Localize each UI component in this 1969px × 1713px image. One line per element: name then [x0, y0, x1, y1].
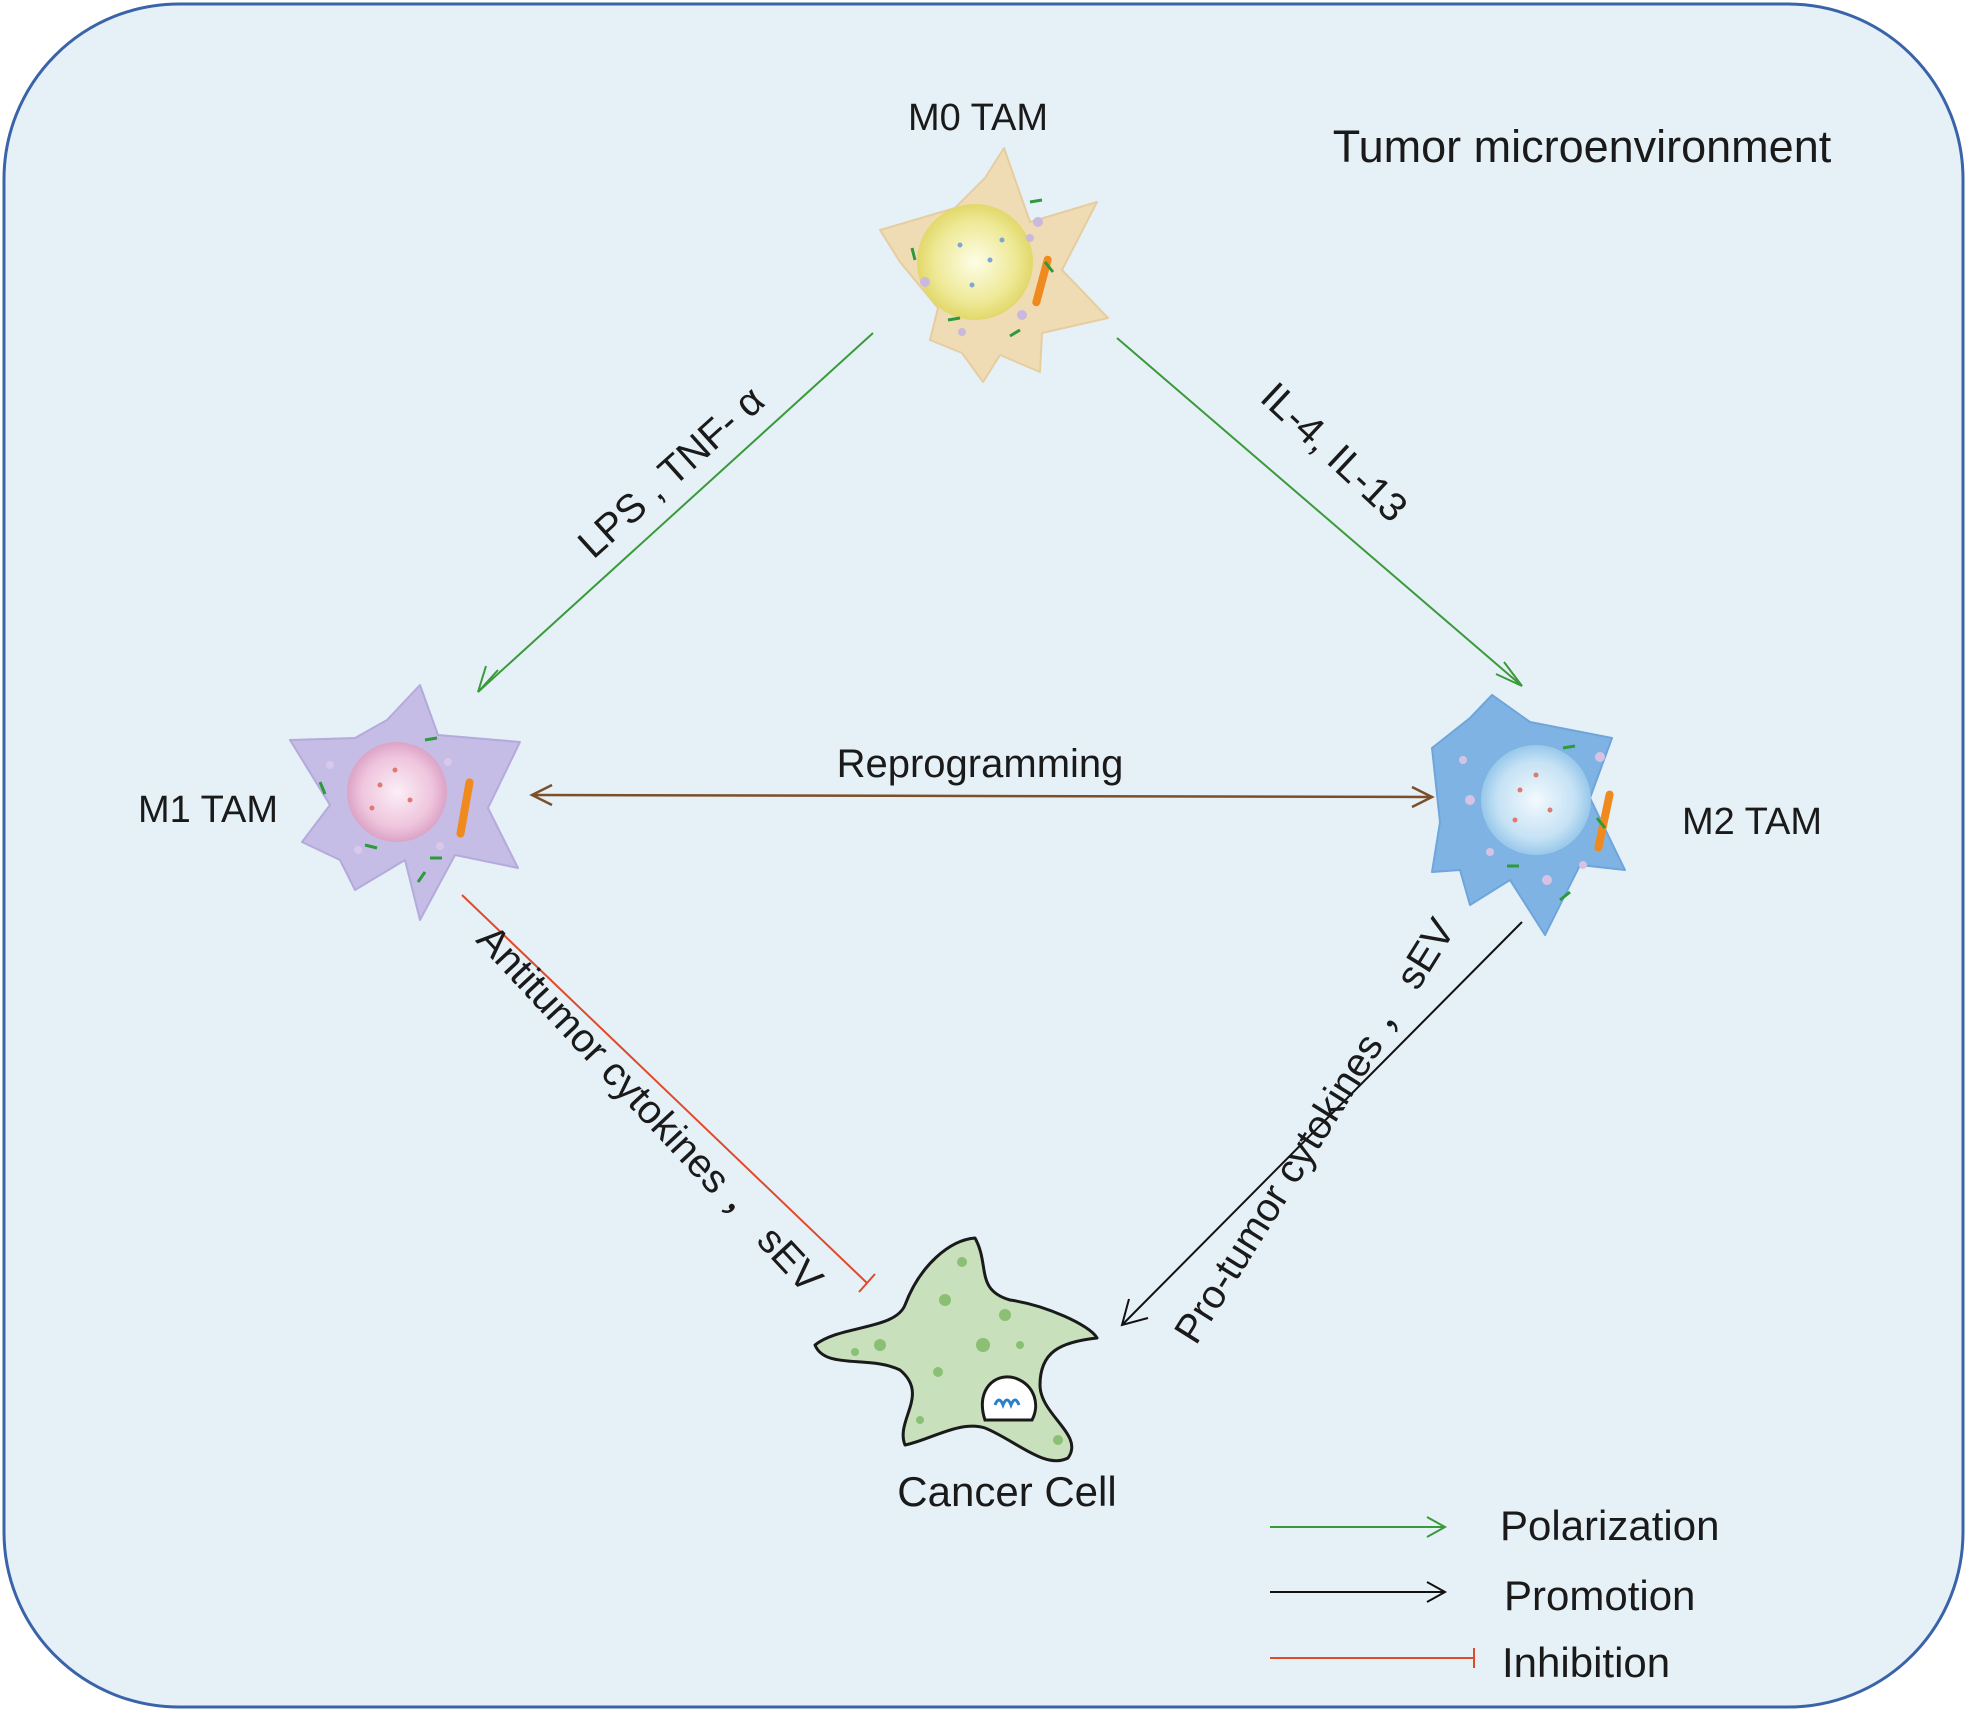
legend-label-promotion: Promotion [1504, 1572, 1695, 1619]
arrow-m2-to-cancer [1120, 921, 1523, 1327]
legend-item-promotion: Promotion [1270, 1572, 1695, 1619]
m1-nucleus [347, 742, 447, 842]
m1-macrophage-cell [289, 684, 521, 921]
cancer-cell [813, 1236, 1099, 1463]
cancer-cell-label: Cancer Cell [897, 1468, 1116, 1515]
legend-item-inhibition: Inhibition [1270, 1639, 1670, 1686]
legend-item-polarization: Polarization [1270, 1502, 1719, 1549]
arrow-reprogramming [529, 783, 1435, 809]
m1-label: M1 TAM [138, 789, 278, 831]
legend-label-inhibition: Inhibition [1502, 1639, 1670, 1686]
m0-nucleus [917, 204, 1033, 320]
m2-label: M2 TAM [1682, 801, 1822, 843]
arrow-m0-to-m1 [477, 332, 874, 693]
m2-macrophage-cell [1431, 694, 1626, 936]
m0-label: M0 TAM [908, 97, 1048, 139]
legend: Polarization Promotion Inhibition [1270, 1502, 1719, 1686]
diagram-title: Tumor microenvironment [1333, 121, 1832, 172]
m0-macrophage-cell [879, 147, 1109, 383]
legend-label-polarization: Polarization [1500, 1502, 1719, 1549]
arrow-m1-to-cancer [461, 894, 876, 1293]
arrow-m0-to-m2 [1116, 337, 1523, 687]
m2-nucleus [1481, 745, 1591, 855]
cancer-nucleus [980, 1375, 1038, 1422]
arrow-reprogramming-label: Reprogramming [837, 742, 1124, 786]
